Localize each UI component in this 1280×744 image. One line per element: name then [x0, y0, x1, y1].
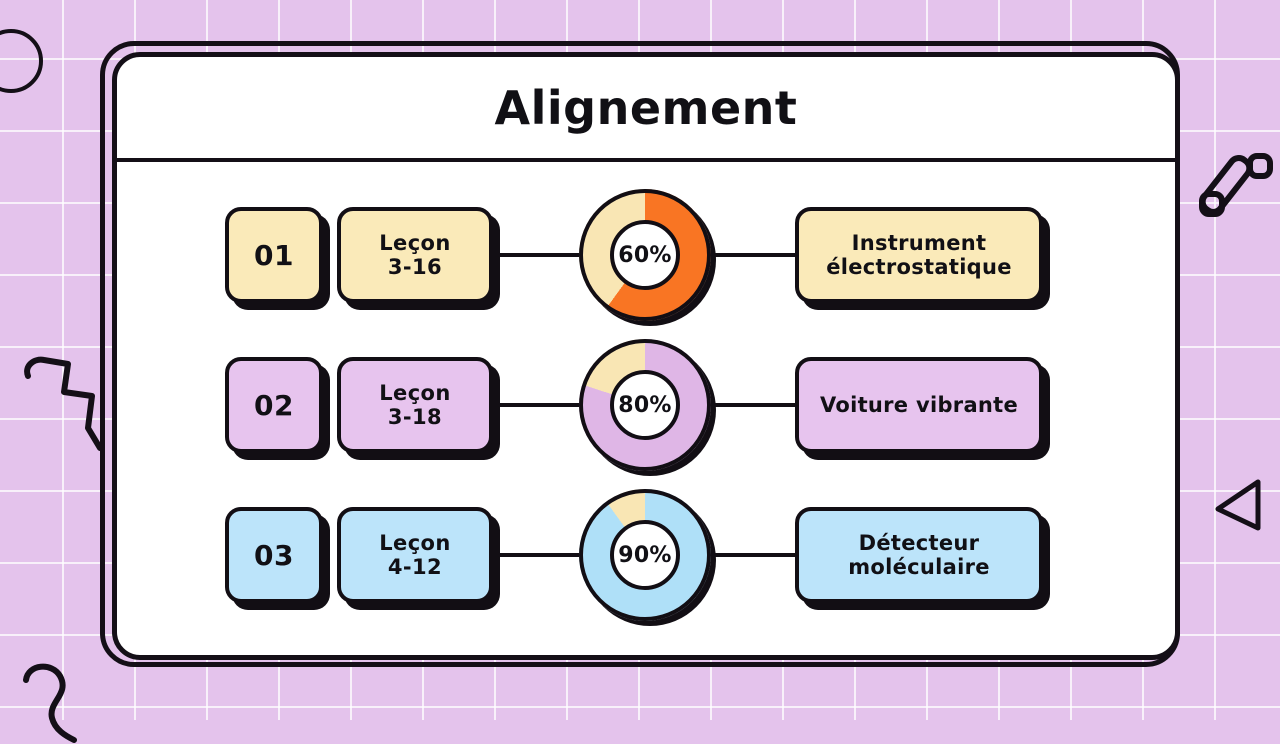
row-number-label: 02	[254, 388, 294, 422]
donut-center: 60%	[610, 220, 680, 290]
row-number-label: 03	[254, 538, 294, 572]
donut-percent-label: 80%	[618, 392, 672, 418]
row-number-badge[interactable]: 03	[225, 507, 323, 603]
alignment-row: 02 Leçon 3-18 80% Voiture vibrante	[117, 330, 1175, 480]
result-card-label: Détecteur moléculaire	[848, 530, 990, 579]
row-number-badge[interactable]: 01	[225, 207, 323, 303]
page-title: Alignement	[494, 80, 798, 135]
result-card[interactable]: Voiture vibrante	[795, 357, 1043, 453]
connector-line-left	[493, 253, 579, 257]
lesson-card-label: Leçon 4-12	[379, 530, 451, 579]
progress-donut[interactable]: 80%	[579, 339, 711, 471]
connector-line-left	[493, 403, 579, 407]
row-number-label: 01	[254, 238, 294, 272]
donut-center: 90%	[610, 520, 680, 590]
progress-donut[interactable]: 60%	[579, 189, 711, 321]
alignment-rows: 01 Leçon 3-16 60% Instrument électrostatiqu…	[117, 162, 1175, 630]
row-number-badge[interactable]: 02	[225, 357, 323, 453]
connector-line-right	[711, 403, 795, 407]
result-card[interactable]: Détecteur moléculaire	[795, 507, 1043, 603]
connector-line-right	[711, 253, 795, 257]
slide-card: Alignement 01 Leçon 3-16 60% Instrument éle…	[112, 52, 1180, 660]
connector-line-left	[493, 553, 579, 557]
result-card[interactable]: Instrument électrostatique	[795, 207, 1043, 303]
donut-ring-outline	[579, 339, 711, 471]
alignment-row: 01 Leçon 3-16 60% Instrument électrostatiqu…	[117, 180, 1175, 330]
lesson-card[interactable]: Leçon 4-12	[337, 507, 493, 603]
lesson-card-label: Leçon 3-16	[379, 230, 451, 279]
donut-ring-outline	[579, 489, 711, 621]
donut-center: 80%	[610, 370, 680, 440]
donut-ring-outline	[579, 189, 711, 321]
donut-percent-label: 60%	[618, 242, 672, 268]
result-card-label: Instrument électrostatique	[826, 230, 1012, 279]
lesson-card-label: Leçon 3-18	[379, 380, 451, 429]
alignment-row: 03 Leçon 4-12 90% Détecteur moléculaire	[117, 480, 1175, 630]
connector-line-right	[711, 553, 795, 557]
title-bar: Alignement	[117, 57, 1175, 162]
result-card-label: Voiture vibrante	[819, 392, 1019, 417]
lesson-card[interactable]: Leçon 3-16	[337, 207, 493, 303]
lesson-card[interactable]: Leçon 3-18	[337, 357, 493, 453]
donut-percent-label: 90%	[618, 542, 672, 568]
progress-donut[interactable]: 90%	[579, 489, 711, 621]
